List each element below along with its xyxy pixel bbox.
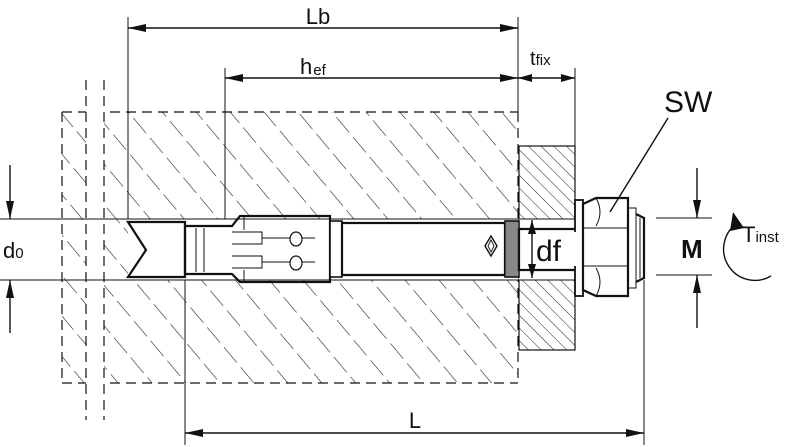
label-df: df	[536, 235, 562, 268]
drill-hole	[128, 218, 520, 385]
anchor-bolt	[125, 214, 580, 284]
washer-and-nut	[574, 196, 646, 298]
label-sw: SW	[664, 86, 713, 119]
label-d0: d0	[3, 238, 24, 263]
label-l: L	[409, 408, 421, 433]
dimension-tfix: tfix	[518, 48, 576, 146]
dimension-df: df	[528, 220, 576, 278]
label-tinst: Tinst	[742, 222, 780, 247]
dimension-hef: hef	[224, 54, 518, 219]
label-tfix: tfix	[530, 48, 551, 70]
label-sw-group: SW	[609, 86, 713, 213]
dimension-d0: d0	[0, 165, 128, 333]
break-lines	[85, 80, 105, 420]
dimension-lb: Lb	[127, 4, 519, 219]
label-hef: hef	[300, 54, 327, 79]
label-lb: Lb	[306, 4, 330, 29]
collar-ribs	[506, 221, 518, 277]
diamond-mark-icon	[484, 234, 498, 258]
dimension-l: L	[184, 280, 645, 445]
rotation-arrow-icon: Tinst	[722, 212, 780, 282]
dimension-m: M	[656, 168, 712, 328]
label-m: M	[681, 234, 703, 264]
